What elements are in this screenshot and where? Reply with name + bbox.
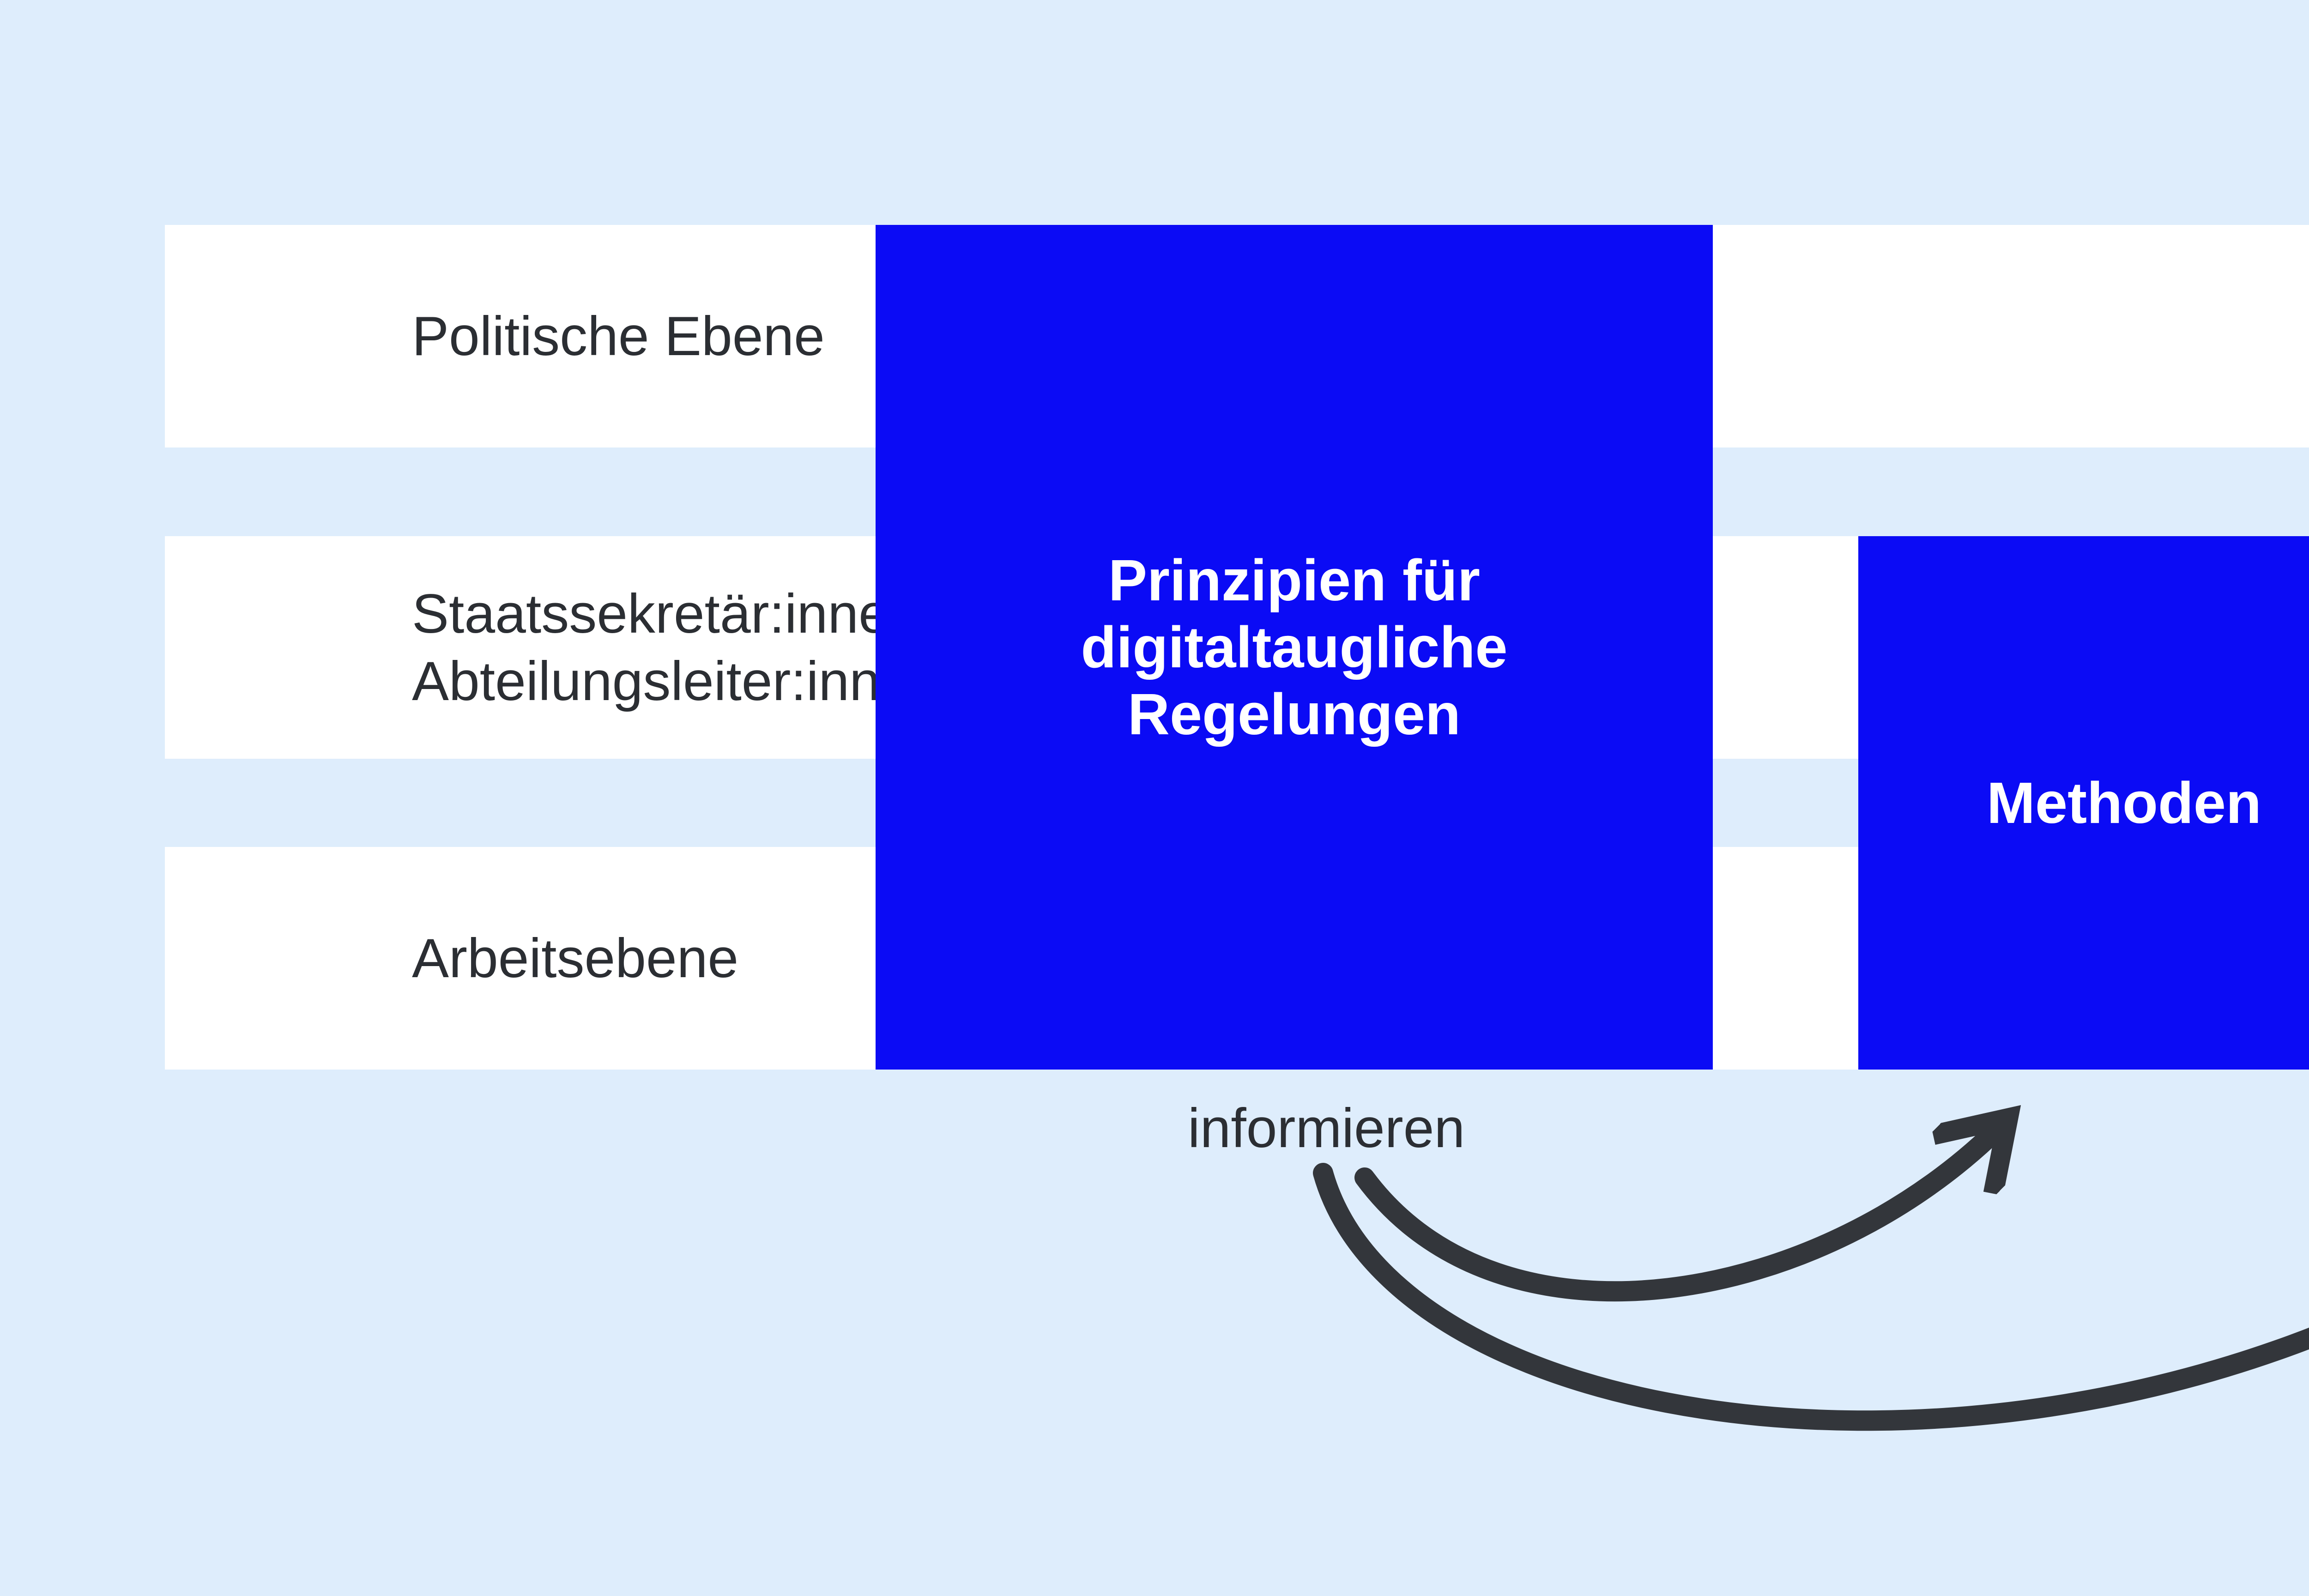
lane-label-line: Arbeitsebene	[412, 927, 739, 989]
lane-label-politische-ebene: Politische Ebene	[412, 225, 825, 447]
box-methoden: Methoden	[1858, 536, 2309, 1070]
box-text-line: Prinzipien für	[1108, 548, 1481, 613]
box-text-line: digitaltaugliche	[1081, 615, 1508, 680]
informieren-label: informieren	[1188, 1097, 1465, 1159]
lane-label-line: Politische Ebene	[412, 305, 825, 367]
box-prinzipien-fuer-digitaltaugliche-regelungen: Prinzipien für digitaltaugliche Regelung…	[876, 225, 1713, 1070]
lane-label-staatssekretaer-abteilungsleiter: Staatssekretär:innen Abteilungsleiter:in…	[412, 536, 942, 759]
lane-label-line: Staatssekretär:innen	[412, 583, 920, 645]
arrow-informieren-to-leitfragen	[1313, 1163, 2309, 1431]
lane-label-line: Abteilungsleiter:innen	[412, 650, 942, 712]
lane-label-arbeitsebene: Arbeitsebene	[412, 847, 738, 1070]
box-text-line: Methoden	[1987, 770, 2261, 835]
box-text-line: Regelungen	[1127, 682, 1461, 747]
